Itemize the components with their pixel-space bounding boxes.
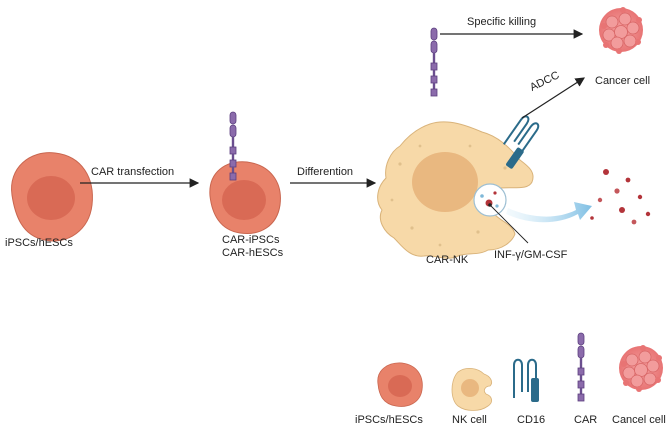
legend-cd16-icon bbox=[513, 358, 539, 402]
released-cytokines bbox=[590, 169, 651, 225]
label-car-transfection: CAR transfection bbox=[91, 166, 175, 178]
cytokine-vesicle bbox=[473, 183, 507, 217]
legend-label-cd16: CD16 bbox=[517, 414, 546, 426]
car-receptor-on-nk bbox=[430, 27, 438, 97]
legend-car-icon bbox=[577, 332, 585, 402]
label-car-ipscs: CAR-iPSCs bbox=[222, 234, 280, 246]
label-ipscs-hescs: iPSCs/hESCs bbox=[5, 237, 73, 249]
label-cancer-cell: Cancer cell bbox=[595, 75, 651, 87]
label-differention: Differention bbox=[297, 166, 354, 178]
legend-cancer-cell-icon bbox=[618, 344, 664, 393]
cancer-cell-target bbox=[598, 6, 644, 55]
arrow-adcc bbox=[521, 77, 586, 119]
legend-label-ipscs-hescs: iPSCs/hESCs bbox=[355, 414, 423, 426]
legend-label-car: CAR bbox=[574, 414, 598, 426]
legend-nk-cell-icon bbox=[451, 368, 492, 411]
stem-cell-ipscs bbox=[11, 152, 93, 242]
stem-cell-car bbox=[209, 161, 281, 235]
cd16-receptor-on-nk bbox=[502, 115, 540, 169]
legend-label-nk-cell: NK cell bbox=[452, 414, 487, 426]
cytokine-label-pointer bbox=[489, 204, 529, 244]
car-nk-cell bbox=[377, 121, 534, 259]
label-cytokines: INF-γ/GM-CSF bbox=[494, 249, 568, 261]
label-car-nk: CAR-NK bbox=[426, 254, 469, 266]
label-car-hescs: CAR-hESCs bbox=[222, 247, 284, 259]
legend-label-cancer-cell: Cancel cell bbox=[612, 414, 666, 426]
label-specific-killing: Specific killing bbox=[467, 16, 537, 28]
legend-ipscs-icon bbox=[377, 362, 423, 407]
cytokine-release-arrow bbox=[506, 202, 592, 223]
